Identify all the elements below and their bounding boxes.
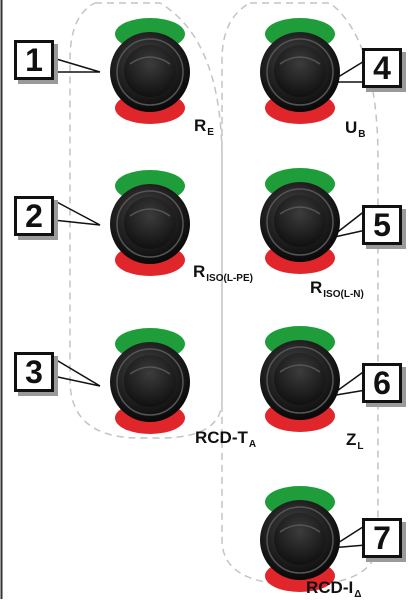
- knob-ring-2: [116, 190, 184, 258]
- label-7: RCD-IΔ: [306, 578, 361, 600]
- knob-cap-1: [124, 45, 176, 97]
- knob-ring-7: [266, 506, 334, 574]
- callout-4: 4: [362, 48, 402, 88]
- knob-highlight-2: [129, 208, 171, 217]
- knob-cap-4: [274, 45, 326, 97]
- label-5: RISO(L-N): [310, 278, 364, 300]
- push-button-5[interactable]: [260, 168, 340, 274]
- label-3-main: RCD-T: [195, 428, 248, 447]
- callout-1: 1: [14, 40, 54, 80]
- label-3-sub: A: [248, 439, 257, 450]
- knob-highlight-6: [279, 364, 321, 373]
- callout-6: 6: [362, 363, 402, 403]
- callout-7: 7: [362, 518, 402, 558]
- label-7-main: RCD-I: [306, 578, 354, 597]
- knob-cap-2: [124, 197, 176, 249]
- label-3: RCD-TA: [195, 428, 256, 450]
- callout-2: 2: [14, 196, 54, 236]
- knob-highlight-3: [129, 366, 171, 375]
- knob-cap-3: [124, 355, 176, 407]
- knob-ring-3: [116, 348, 184, 416]
- label-6-main: Z: [346, 430, 357, 449]
- label-4-sub: B: [358, 129, 366, 140]
- knob-ring-6: [266, 346, 334, 414]
- push-button-1[interactable]: [110, 18, 190, 124]
- label-7-sub: Δ: [354, 589, 362, 600]
- knob-cap-6: [274, 353, 326, 405]
- label-5-sub: ISO(L-N): [323, 289, 364, 300]
- knob-ring-4: [266, 38, 334, 106]
- label-1-sub: E: [207, 127, 214, 138]
- callout-3: 3: [14, 352, 54, 392]
- knob-highlight-4: [279, 56, 321, 65]
- label-2: RISO(L-PE): [193, 262, 253, 284]
- label-2-main: R: [193, 262, 206, 281]
- label-1: RE: [194, 116, 214, 138]
- knob-highlight-1: [129, 56, 171, 65]
- push-button-4[interactable]: [260, 18, 340, 124]
- label-5-main: R: [310, 278, 323, 297]
- label-1-main: R: [194, 116, 207, 135]
- push-button-6[interactable]: [260, 326, 340, 432]
- label-4-main: U: [345, 118, 358, 137]
- label-2-sub: ISO(L-PE): [206, 273, 253, 284]
- push-button-3[interactable]: [110, 328, 190, 434]
- knob-ring-5: [266, 188, 334, 256]
- knob-highlight-7: [279, 524, 321, 533]
- knob-cap-7: [274, 513, 326, 565]
- label-6-sub: L: [357, 441, 364, 452]
- group-outline-left: [69, 2, 223, 439]
- knob-ring-1: [116, 38, 184, 106]
- push-button-2[interactable]: [110, 170, 190, 276]
- knob-cap-5: [274, 195, 326, 247]
- callout-5: 5: [362, 205, 402, 245]
- knob-highlight-5: [279, 206, 321, 215]
- label-4: UB: [345, 118, 366, 140]
- push-button-7[interactable]: [260, 486, 340, 592]
- label-6: ZL: [346, 430, 364, 452]
